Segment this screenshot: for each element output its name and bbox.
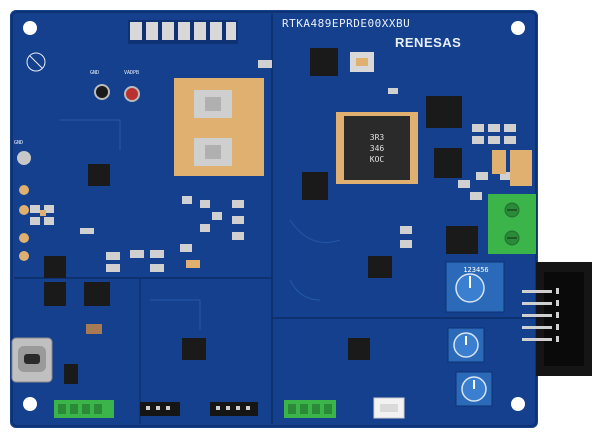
part-number: RTKA489EPRDE00XXBU bbox=[282, 17, 411, 30]
testpoint-label: VADPB bbox=[124, 70, 140, 76]
svg-text:KOC: KOC bbox=[370, 155, 385, 164]
svg-text:123456: 123456 bbox=[463, 266, 488, 274]
svg-text:346: 346 bbox=[370, 144, 385, 153]
brand-logo: RENESAS bbox=[395, 35, 462, 50]
svg-text:3R3: 3R3 bbox=[370, 133, 385, 142]
testpoint-label: GND bbox=[14, 140, 24, 146]
testpoint-label: GND bbox=[90, 70, 100, 76]
